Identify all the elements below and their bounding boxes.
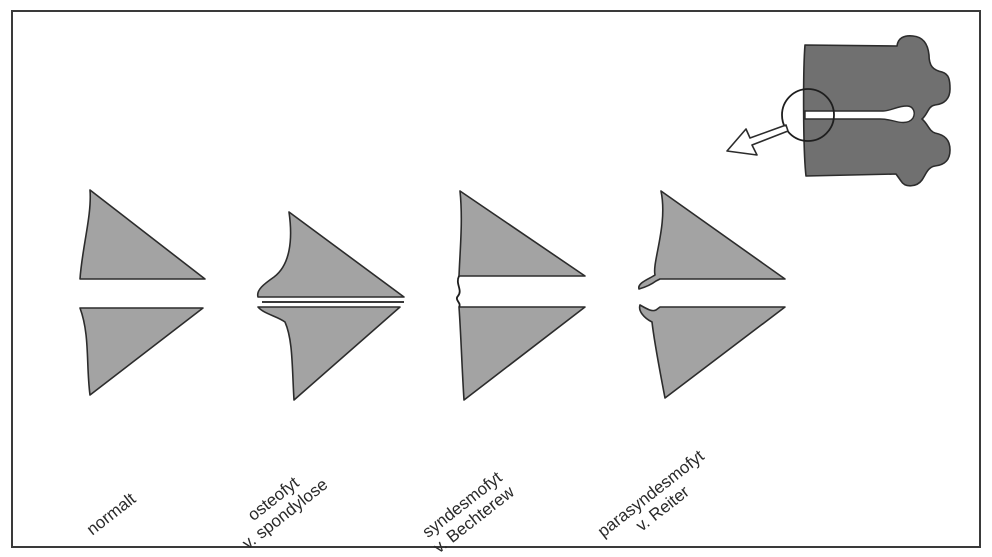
panel-syndesmophyte <box>455 190 586 401</box>
normal-lower-vertebra <box>79 307 204 396</box>
syndesmophyte-lower-vertebra <box>458 306 586 401</box>
syndesmophyte-bony-bridge <box>455 275 461 308</box>
osteophyte-lower-vertebra <box>257 306 401 401</box>
arrow-left-icon <box>726 124 789 156</box>
parasyndesmophyte-lower-vertebra <box>638 304 786 399</box>
normal-upper-vertebra <box>79 189 206 280</box>
reference-disc-gap <box>804 105 915 124</box>
magnifier-circle-icon <box>781 88 835 142</box>
parasyndesmophyte-upper-vertebra <box>638 190 786 290</box>
panel-normal <box>79 189 206 396</box>
syndesmophyte-upper-vertebra <box>458 190 586 277</box>
panel-osteophyte <box>256 211 405 401</box>
osteophyte-upper-vertebra <box>256 211 405 298</box>
panel-parasyndesmophyte <box>638 190 786 399</box>
vertebral-segment-reference <box>726 35 951 187</box>
